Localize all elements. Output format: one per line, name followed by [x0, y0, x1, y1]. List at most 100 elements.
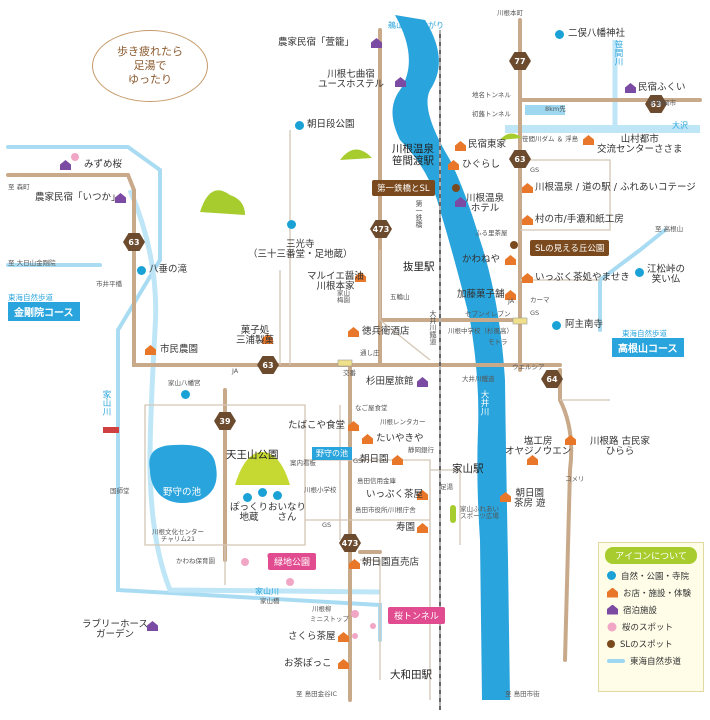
- legend-trail-label: 東海自然歩道: [630, 656, 682, 667]
- nago-label: なご屋食堂: [355, 404, 388, 412]
- onsen-hotel-label[interactable]: 川根温泉 ホテル: [466, 193, 505, 215]
- mizume-lodge-icon: [60, 160, 71, 170]
- shimin-label[interactable]: 市民農園: [160, 344, 199, 355]
- gs-label-4: GS: [530, 166, 540, 174]
- minshuku-label[interactable]: 民宿東家: [468, 139, 507, 150]
- kongoin-course[interactable]: 金剛院コース: [8, 302, 80, 321]
- legend-row-nature: 自然・公園・寺院: [607, 570, 695, 582]
- asahien-direct-icon: [349, 559, 360, 569]
- legend-sl-icon: [607, 639, 615, 648]
- asahien-direct-label[interactable]: 朝日園直売店: [362, 557, 420, 568]
- ja-label: JA: [232, 367, 239, 375]
- kayaba-icon: [371, 38, 382, 48]
- higurashi-label[interactable]: ひぐらし: [462, 159, 501, 170]
- onsen-road-label[interactable]: 川根温泉 / 道の駅 / ふれあいコテージ: [535, 182, 696, 193]
- to-shizuoka: 至 静岡市: [648, 99, 677, 107]
- route-63-west: 63: [123, 233, 145, 251]
- kotobuki-label[interactable]: 寿園: [396, 522, 416, 533]
- batto-station[interactable]: 抜里駅: [403, 261, 435, 273]
- takane-course[interactable]: 高根山コース: [612, 338, 684, 357]
- daiichi-sl-box[interactable]: 第一鉄橋とSL: [372, 180, 435, 196]
- sugita-icon: [417, 377, 428, 387]
- oowada-station[interactable]: 大和田駅: [390, 669, 432, 681]
- ieyama-river: [127, 189, 381, 595]
- route-63-center: 63: [257, 356, 279, 374]
- asahien-label[interactable]: 朝日園: [360, 454, 389, 465]
- nomori-label[interactable]: 野守の池: [163, 487, 202, 498]
- shiobo-label[interactable]: 塩工房 オヤジノウエン: [505, 436, 572, 458]
- ippuku-label[interactable]: いっぷく茶屋: [366, 489, 424, 500]
- raburi-label[interactable]: ラブリーホース ガーデン: [82, 619, 149, 641]
- itsuka-label[interactable]: 農家民宿「いつか」: [35, 192, 121, 203]
- gs-label-3: GS: [530, 309, 540, 317]
- yh-label[interactable]: 川根七曲宿 ユースホステル: [318, 69, 385, 91]
- ryokuchi-park-box[interactable]: 緑地公園: [268, 553, 317, 570]
- ami-label[interactable]: 阿主南寺: [565, 319, 604, 330]
- shinkin-label: 島田信用金庫: [357, 477, 396, 485]
- tenno-icon: [258, 488, 267, 497]
- kato-label[interactable]: 加藤菓子舗: [457, 289, 505, 300]
- furusato-label: ふる里茶屋: [475, 229, 508, 237]
- eight-km-label: 8km先: [545, 105, 566, 113]
- oi-river-label: 大井川: [479, 390, 489, 416]
- tokube-label[interactable]: 徳兵衛酒店: [362, 326, 410, 337]
- sl-hill-box[interactable]: SLの見える丘公園: [530, 240, 610, 256]
- sanko-label[interactable]: 三光寺 （三十三番堂・足地蔵）: [248, 239, 353, 261]
- legend-row-shop: お店・施設・体験: [607, 587, 695, 599]
- tokube-icon: [348, 327, 359, 337]
- pokkuri-label[interactable]: ぽっくり 地蔵: [230, 502, 269, 524]
- hirara-label[interactable]: 川根路 古民家 ひらら: [590, 436, 651, 458]
- asahien-icon: [392, 455, 403, 465]
- taiyaki-icon: [362, 434, 373, 444]
- kashiya-label[interactable]: 菓子処 三浦製菓: [236, 325, 275, 347]
- kongoin-course-head: 東海自然歩道: [8, 293, 53, 302]
- daisawa-label: 大沢: [672, 121, 688, 130]
- legend-sl-label: SLのスポット: [620, 639, 673, 650]
- route-63-north: 63: [509, 150, 531, 168]
- kayaba-label[interactable]: 農家民宿「萱籠」: [278, 37, 355, 48]
- oinari-icon: [273, 491, 282, 500]
- mizume-label[interactable]: みずめ桜: [84, 159, 123, 170]
- fukui-label[interactable]: 民宿ふくい: [638, 82, 686, 93]
- futamata-label[interactable]: 二俣八幡神社: [568, 28, 626, 39]
- sakura-chaya-icon: [338, 632, 349, 642]
- ieyama-river-label: 家山川: [255, 587, 279, 596]
- chaen-label[interactable]: 朝日園 茶房 遊: [514, 488, 546, 510]
- emyo-label[interactable]: 江松峠の 笑い仏: [647, 264, 686, 286]
- yakuba-label: 島田市役所/川根庁舎: [355, 506, 416, 514]
- ochapokko-label[interactable]: お茶ぽっこ: [284, 658, 332, 669]
- daisawa-river: [505, 125, 700, 133]
- taiyaki-label[interactable]: たいやきや: [376, 433, 424, 444]
- sakura-chaya-label[interactable]: さくら茶屋: [288, 631, 336, 642]
- hirara-icon: [565, 435, 576, 445]
- tenno-label[interactable]: 天王山公園: [226, 449, 279, 461]
- ippukucha-label[interactable]: いっぷく茶処やませき: [535, 272, 630, 283]
- hoiku-label[interactable]: かわね保育園: [176, 557, 215, 565]
- sasama-station[interactable]: 川根温泉 笹間渡駅: [392, 143, 434, 167]
- ieyama-station[interactable]: 家山駅: [452, 463, 484, 475]
- sasama-dam-label[interactable]: 笹間川ダム ＆ 浮島: [522, 135, 579, 143]
- legend-sakura-label: 桜のスポット: [622, 622, 674, 633]
- maruie-icon: [355, 272, 366, 282]
- asahidan-label[interactable]: 朝日段公園: [307, 119, 355, 130]
- maruie-label[interactable]: マルイエ醤油 川根本家: [307, 271, 364, 293]
- tabakoya-label[interactable]: たばこや食堂: [288, 420, 346, 431]
- bunka-label[interactable]: 川根文化センター チャリム21: [152, 528, 204, 544]
- legend-row-lodging: 宿泊施設: [607, 604, 695, 616]
- kajiya-label[interactable]: 家山八幡宮: [168, 379, 201, 387]
- yamade-label[interactable]: 山村都市 交流センターささま: [597, 134, 683, 156]
- hachiman-label[interactable]: 八垂の滝: [149, 264, 188, 275]
- chimei-tunnel-label: 地名トンネル: [472, 91, 511, 99]
- nomori-info-box[interactable]: 野守の池: [312, 447, 352, 460]
- sasama-river-label: 笹間川: [613, 40, 623, 66]
- ieyama-sports-label[interactable]: 家山ふれあい スポーツ広場: [460, 505, 499, 521]
- sugita-label[interactable]: 杉田屋旅館: [366, 376, 414, 387]
- ieyama-umaba-label: 家山 梅園: [337, 289, 350, 305]
- oinari-label[interactable]: おいなり さん: [268, 502, 307, 524]
- ministop-label: ミニストップ: [310, 615, 349, 623]
- legend-lodging-icon: [607, 604, 618, 615]
- ippukucha-icon: [522, 273, 533, 283]
- kawaneya-label[interactable]: かわねや: [462, 254, 501, 265]
- muranoichi-label[interactable]: 村の市/手漉和紙工房: [535, 214, 624, 225]
- sakura-tunnel-box[interactable]: 桜トンネル: [388, 607, 445, 624]
